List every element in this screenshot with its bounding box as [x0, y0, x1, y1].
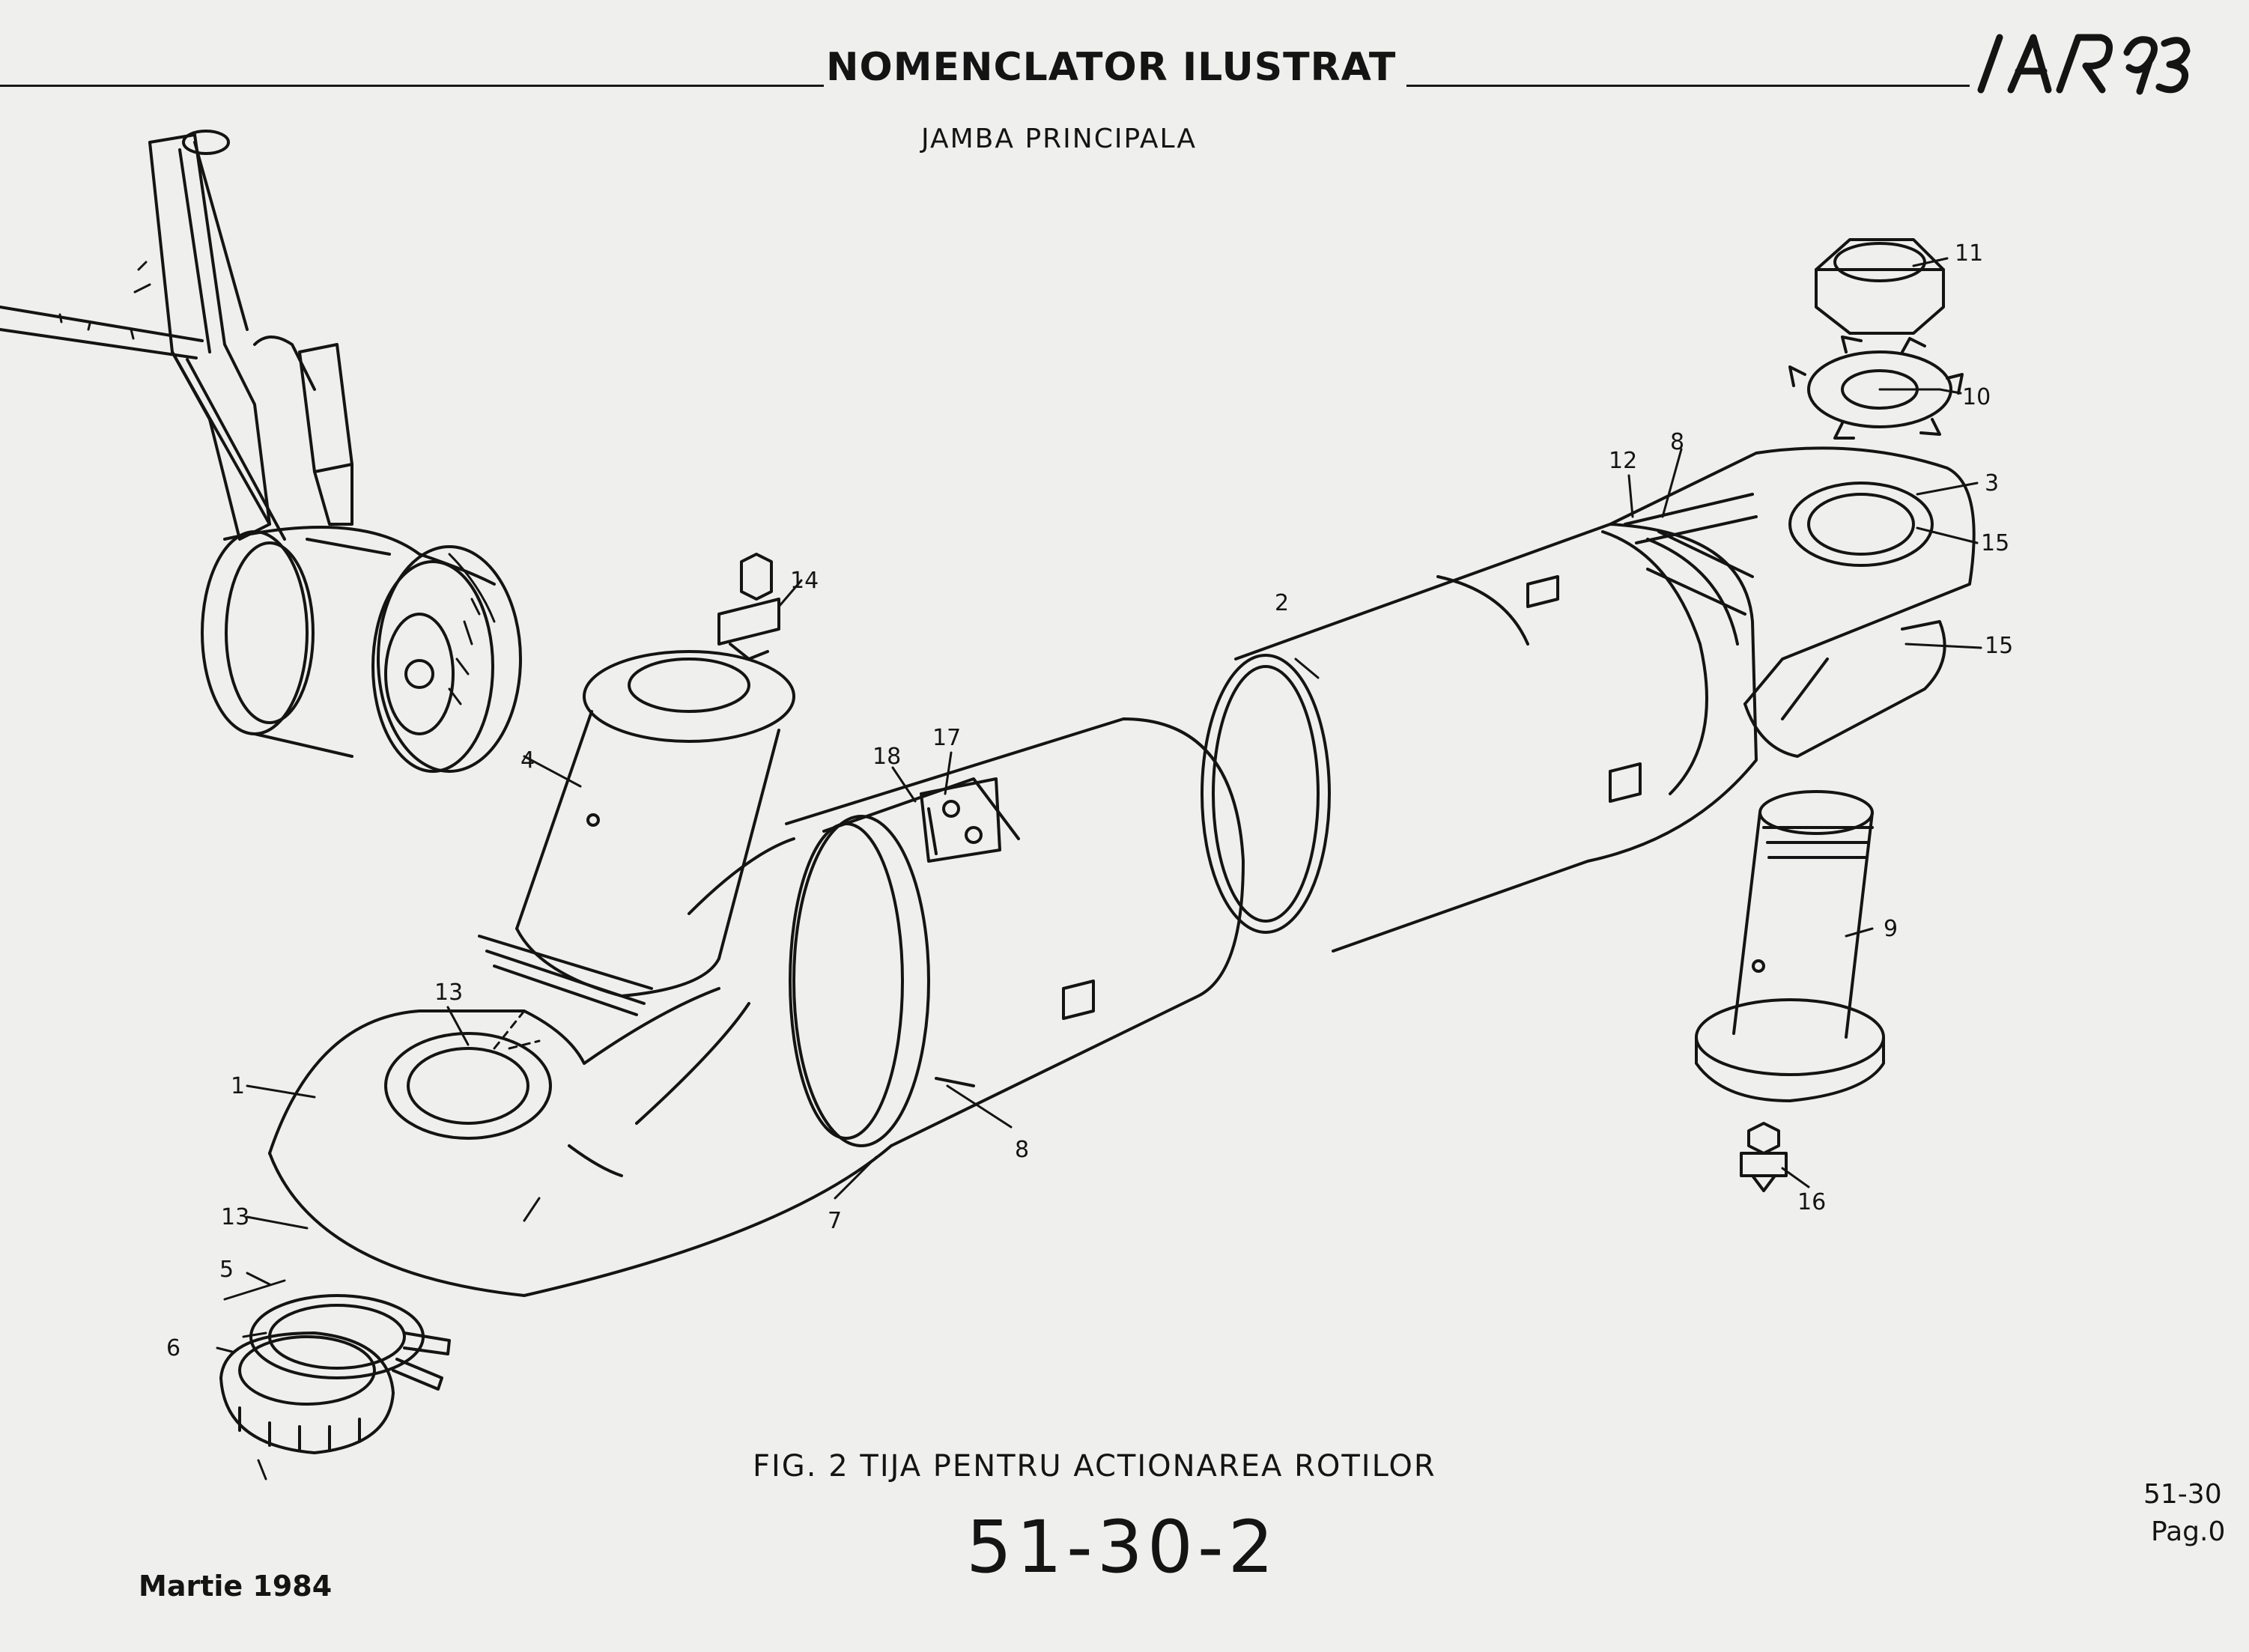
part-4-sleeve: [478, 650, 795, 1016]
iar-logo: [1977, 34, 2191, 95]
callout-18: 18: [872, 744, 901, 770]
callout-2: 2: [1275, 590, 1289, 616]
part-5-washer: [249, 1294, 451, 1391]
callout-4: 4: [520, 747, 535, 774]
callout-13-lower: 13: [221, 1204, 249, 1230]
callout-8-upper: 8: [1670, 429, 1684, 455]
callout-8-lower: 8: [1015, 1137, 1029, 1163]
callout-11: 11: [1955, 240, 1983, 267]
section-reference: 51-30: [2143, 1479, 2222, 1510]
callout-15-lower: 15: [1985, 633, 2013, 659]
callout-10: 10: [1962, 384, 1991, 410]
header-rule-right: [1406, 85, 1970, 87]
part-2-cylinder: [1201, 493, 1758, 953]
part-6-castle-nut: [219, 1331, 395, 1454]
callout-7: 7: [828, 1208, 842, 1234]
leader-lines: [216, 257, 1982, 1481]
callout-14: 14: [790, 568, 819, 594]
landing-gear-inset: [0, 130, 522, 773]
callout-12: 12: [1609, 448, 1637, 474]
callout-17: 17: [932, 725, 961, 751]
callout-5: 5: [219, 1257, 234, 1283]
header-rule-left: [0, 85, 824, 87]
callout-9: 9: [1884, 916, 1898, 942]
callout-13-upper: 13: [434, 980, 463, 1006]
page-subtitle: JAMBA PRINCIPALA: [921, 124, 1198, 154]
page-number: Pag.0: [2151, 1516, 2226, 1547]
callout-6: 6: [166, 1335, 180, 1361]
part-9-pin: [1695, 790, 1885, 1102]
part-7-cylinder: [785, 717, 1245, 1147]
callout-15-upper: 15: [1981, 530, 2009, 556]
figure-caption: FIG. 2 TIJA PENTRU ACTIONAREA ROTILOR: [753, 1449, 1436, 1484]
date-label: Martie 1984: [139, 1570, 333, 1603]
page-title: NOMENCLATOR ILUSTRAT: [826, 45, 1397, 90]
figure-number: 51-30-2: [966, 1505, 1278, 1589]
callout-16: 16: [1797, 1189, 1826, 1215]
callout-1: 1: [231, 1073, 245, 1099]
part-14-grease-fitting: [717, 553, 780, 661]
part-11-nut: [1815, 238, 1945, 335]
part-10-tab-washer: [1788, 335, 1964, 440]
callout-3: 3: [1985, 470, 1999, 496]
part-16-grease-fitting: [1740, 1122, 1788, 1192]
part-1-elbow: [268, 837, 893, 1297]
callout-labels: 1 2 3 4 5 6 7 8 8 9 10 11 12 13 13 14 15…: [166, 240, 2013, 1361]
